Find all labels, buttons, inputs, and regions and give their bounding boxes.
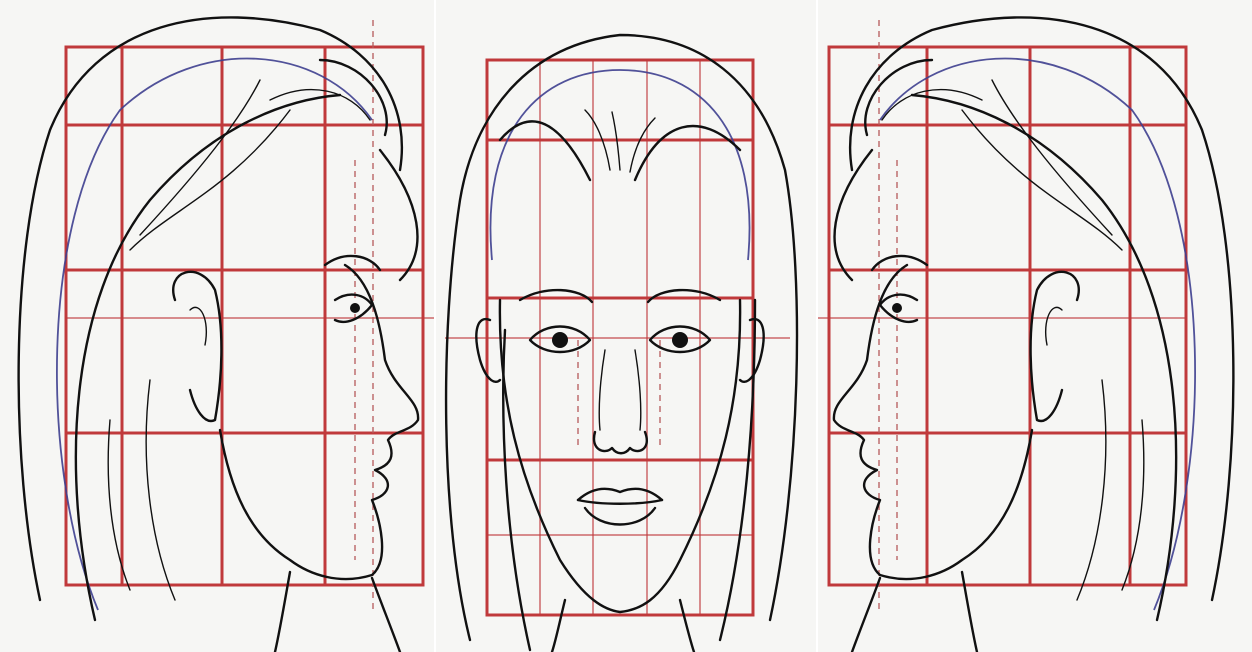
- right-pupil: [672, 332, 688, 348]
- panel-front: [436, 0, 816, 652]
- panel-profile-left: [0, 0, 434, 652]
- panel-background: [436, 0, 816, 652]
- left-pupil: [552, 332, 568, 348]
- panel-profile-right: [818, 0, 1252, 652]
